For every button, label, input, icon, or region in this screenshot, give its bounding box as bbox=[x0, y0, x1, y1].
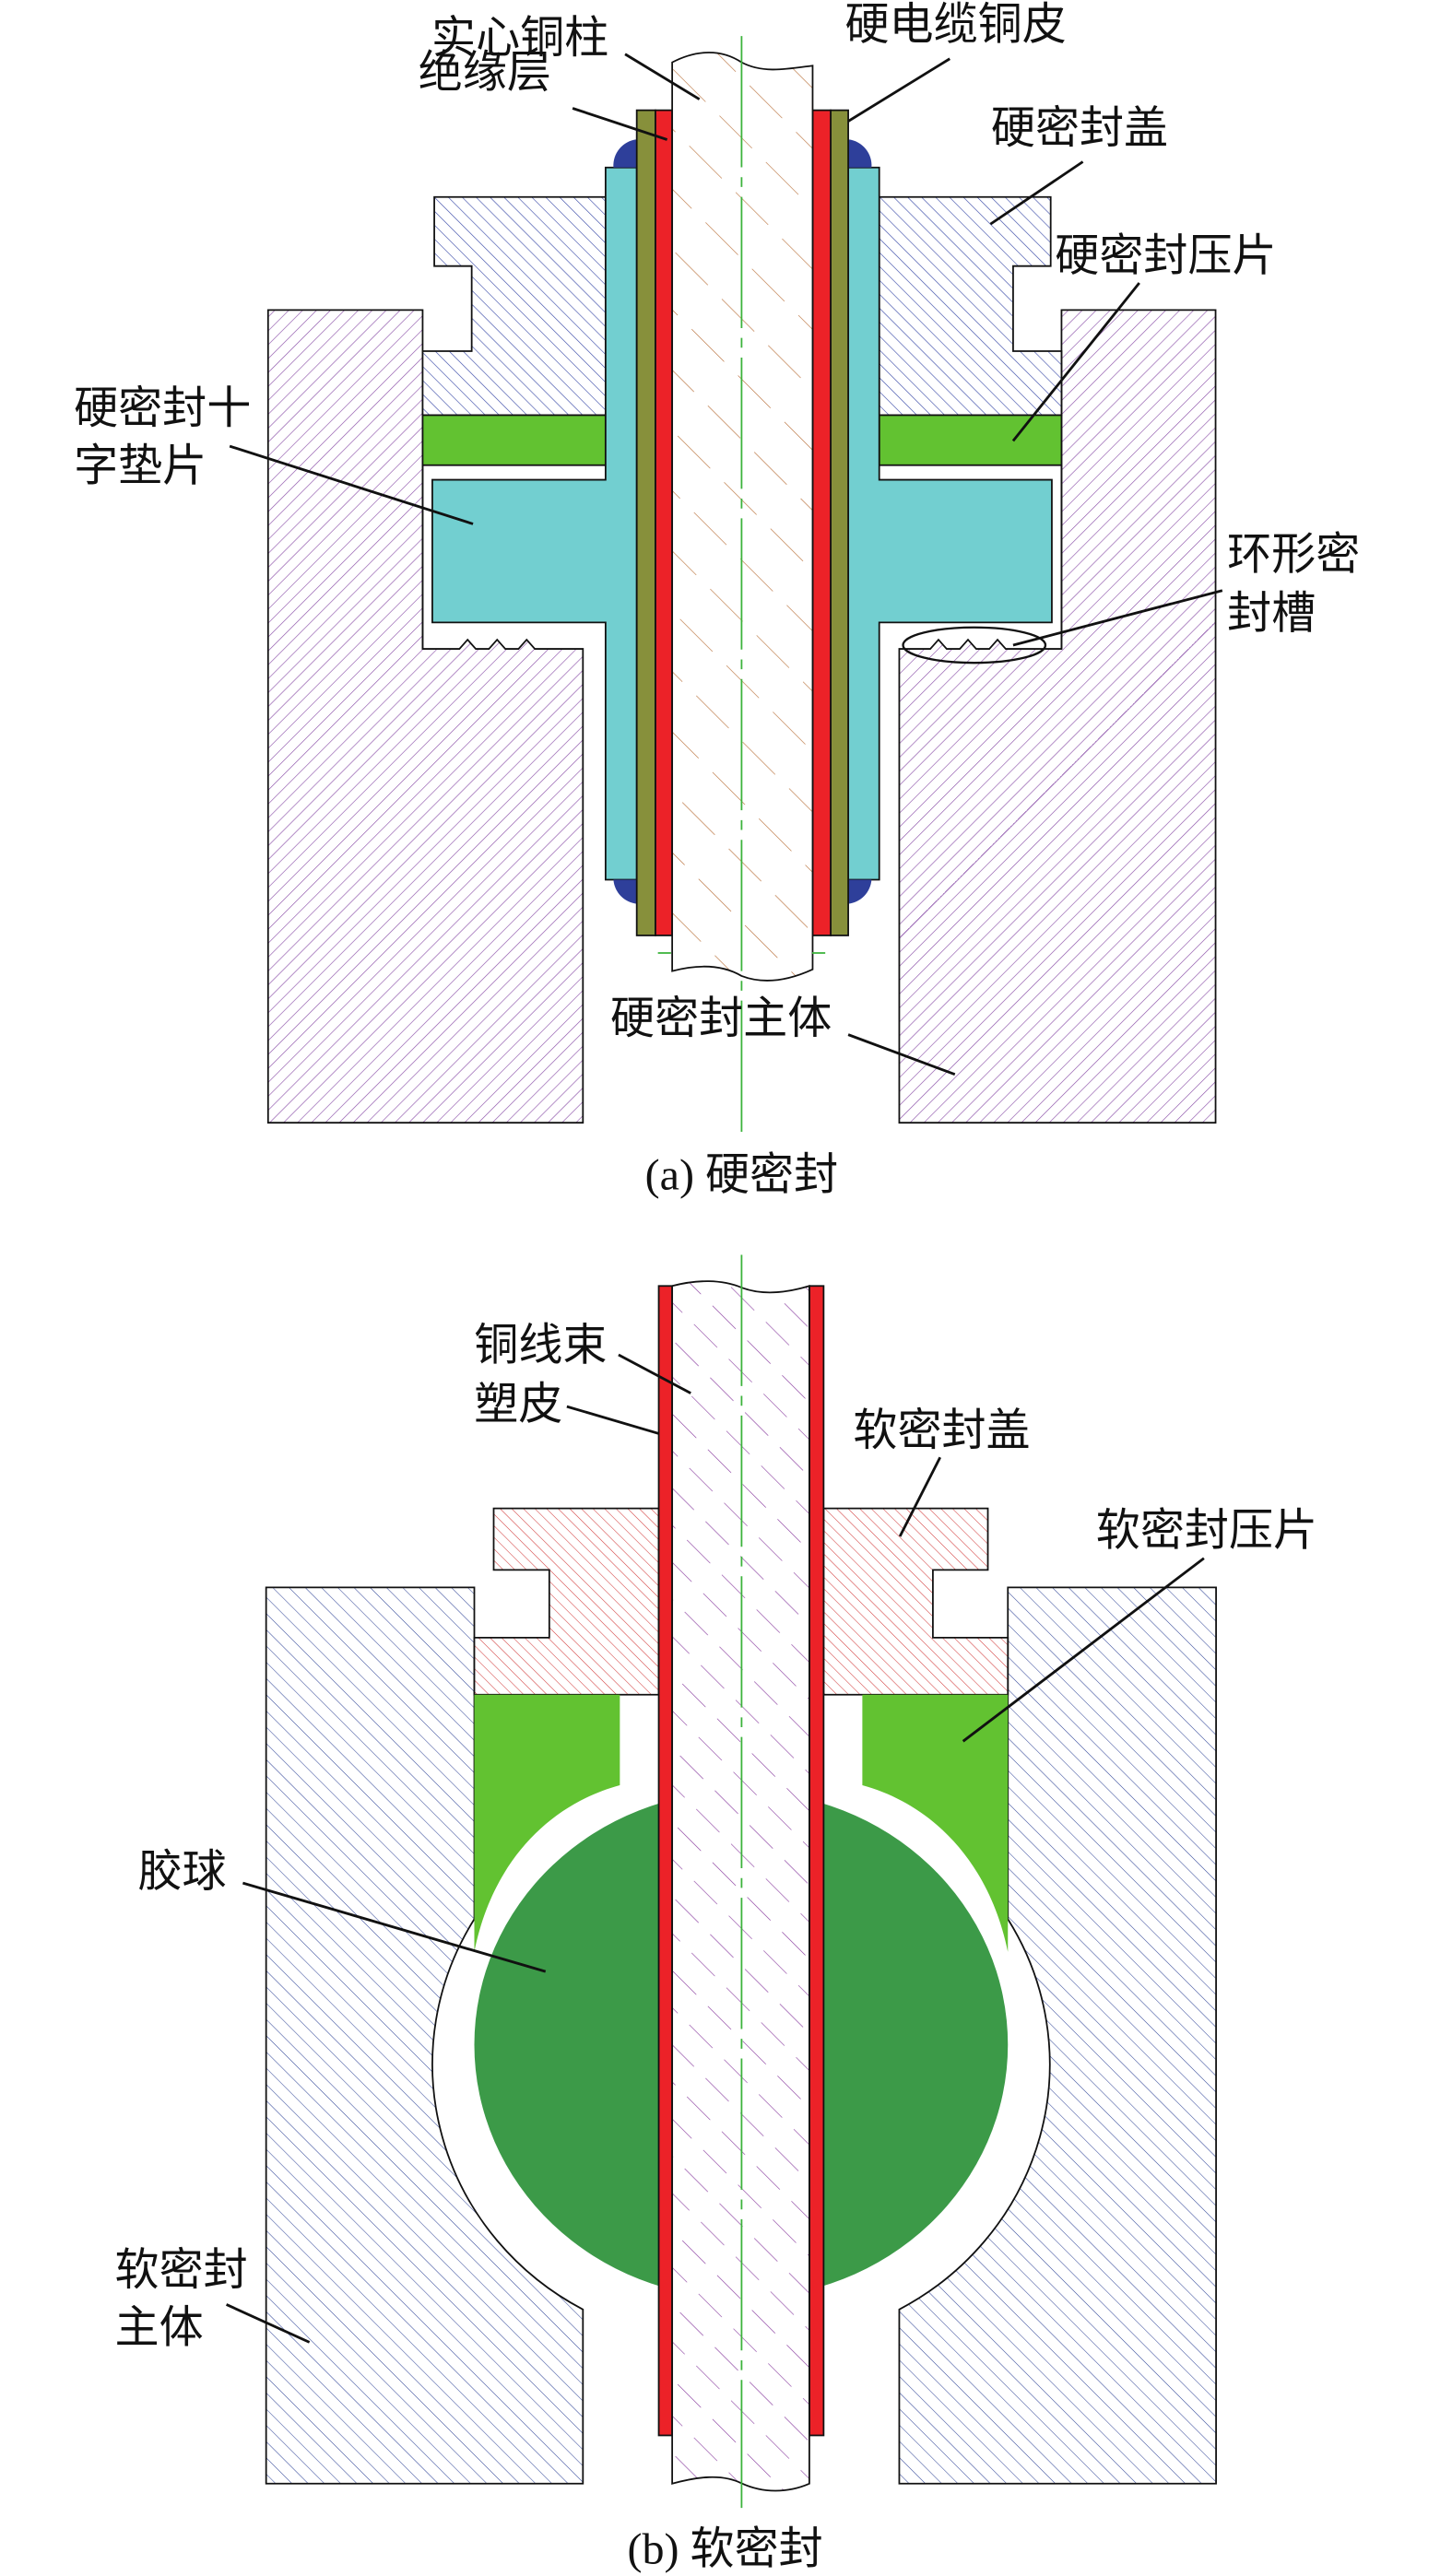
soft-seal-cover-left bbox=[473, 1507, 660, 1696]
plastic-skin-right bbox=[809, 1285, 825, 2437]
copper-skin-right bbox=[830, 109, 849, 936]
soft-seal-body-left bbox=[265, 1586, 584, 2485]
leader-copper-bundle bbox=[618, 1353, 691, 1394]
copper-skin-left bbox=[635, 109, 656, 936]
leader-solid-rod bbox=[624, 53, 701, 100]
label-annular-groove-1: 环形密 bbox=[1227, 529, 1360, 581]
leader-soft-cover bbox=[898, 1456, 942, 1537]
label-plastic-skin: 塑皮 bbox=[474, 1378, 562, 1429]
soft-seal-press-plate-left bbox=[474, 1694, 620, 1952]
soft-seal-press-plate-right bbox=[862, 1694, 1009, 1952]
seal-bead-bottom-right bbox=[848, 879, 872, 904]
label-cross-gasket-2: 字垫片 bbox=[74, 440, 207, 491]
seal-bead-bottom-left bbox=[613, 879, 637, 904]
label-soft-seal-press-plate: 软密封压片 bbox=[1096, 1504, 1317, 1556]
plastic-skin-left bbox=[657, 1285, 674, 2437]
leader-hard-cover bbox=[989, 160, 1084, 226]
label-soft-body-2: 主体 bbox=[115, 2301, 204, 2353]
leader-hard-body bbox=[847, 1033, 956, 1076]
annular-groove-marker bbox=[902, 626, 1047, 665]
caption-soft-seal: (b) 软密封 bbox=[628, 2525, 823, 2574]
label-annular-groove-2: 封槽 bbox=[1227, 588, 1316, 640]
hard-seal-body-left bbox=[266, 309, 584, 1124]
label-soft-body-1: 软密封 bbox=[115, 2244, 248, 2296]
solid-copper-rod bbox=[671, 52, 814, 982]
hard-seal-cover-left bbox=[421, 195, 607, 417]
leader-soft-body bbox=[226, 2303, 311, 2344]
seal-bead-top-right bbox=[848, 139, 872, 168]
soft-seal-body-right bbox=[898, 1586, 1217, 2485]
label-cross-gasket-1: 硬密封十 bbox=[74, 382, 251, 434]
label-rubber-ball: 胶球 bbox=[137, 1846, 226, 1898]
hard-seal-press-plate-left bbox=[421, 414, 607, 466]
label-insulation-layer: 绝缘层 bbox=[419, 46, 551, 98]
label-hard-cable-copper-skin: 硬电缆铜皮 bbox=[845, 0, 1067, 51]
hard-seal-press-plate-right bbox=[878, 414, 1063, 466]
label-hard-seal-press-plate: 硬密封压片 bbox=[1055, 230, 1276, 282]
hard-seal-cover-right bbox=[878, 195, 1063, 417]
leader-hard-press-plate bbox=[1011, 282, 1140, 442]
leader-rubber-ball bbox=[242, 1881, 547, 1973]
leader-cross-gasket bbox=[229, 444, 474, 525]
caption-hard-seal: (a) 硬密封 bbox=[645, 1150, 838, 1199]
leader-copper-skin bbox=[847, 57, 950, 123]
label-copper-bundle: 铜线束 bbox=[474, 1319, 607, 1370]
leader-insulation bbox=[572, 107, 668, 141]
label-solid-copper-rod: 实心铜柱 bbox=[431, 12, 608, 64]
hard-seal-figure: 实心铜柱 绝缘层 硬电缆铜皮 硬密封盖 硬密封压片 硬密封十 字垫片 环形密 封… bbox=[74, 0, 1360, 1199]
insulation-right bbox=[811, 109, 832, 936]
leader-soft-press-plate bbox=[962, 1557, 1205, 1743]
leader-annular-groove bbox=[1012, 589, 1223, 647]
label-soft-seal-cover: 软密封盖 bbox=[853, 1405, 1030, 1456]
label-hard-seal-body: 硬密封主体 bbox=[610, 993, 832, 1044]
soft-seal-figure: 铜线束 塑皮 软密封盖 软密封压片 胶球 软密封 主体 (b) 软密封 bbox=[115, 1254, 1317, 2574]
leader-plastic-skin bbox=[566, 1405, 659, 1435]
soft-seal-cover-right bbox=[822, 1507, 1009, 1696]
hard-seal-body-right bbox=[898, 309, 1217, 1124]
seal-bead-top-left bbox=[613, 139, 637, 168]
label-hard-seal-cover: 硬密封盖 bbox=[991, 102, 1168, 154]
insulation-left bbox=[655, 109, 674, 936]
